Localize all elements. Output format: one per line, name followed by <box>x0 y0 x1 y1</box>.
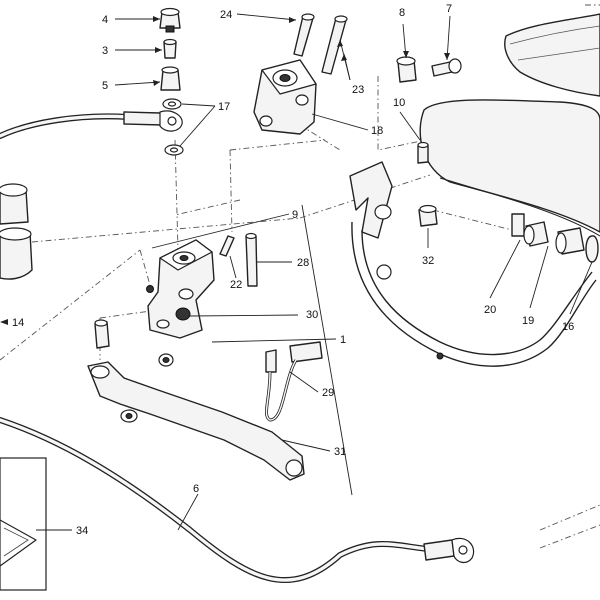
group-bracket <box>301 204 353 496</box>
callout-7: 7 <box>446 3 452 15</box>
upper-hose <box>0 110 183 139</box>
mounting-bracket <box>349 161 597 367</box>
callout-14: 14 <box>12 317 24 329</box>
clutch-hose <box>0 417 475 583</box>
seat-cover <box>419 99 600 237</box>
callout-5: 5 <box>102 80 108 92</box>
callout-23: 23 <box>352 84 364 96</box>
clutch-lever <box>87 361 305 481</box>
callout-10: 10 <box>393 97 405 109</box>
callout-16: 16 <box>562 321 574 333</box>
pins <box>219 232 258 287</box>
callout-32: 32 <box>422 255 434 267</box>
callout-4: 4 <box>102 14 108 26</box>
leader-lines <box>36 13 593 531</box>
upper-panel <box>504 13 600 97</box>
master-cylinder-body <box>146 239 215 339</box>
clamp-bolts <box>293 13 348 75</box>
callout-22: 22 <box>230 279 242 291</box>
banjo-bolt-stack <box>159 7 184 156</box>
callout-29: 29 <box>322 387 334 399</box>
inset-detail-box <box>0 457 47 591</box>
clutch-switch <box>264 341 323 422</box>
callout-8: 8 <box>399 7 405 19</box>
callout-18: 18 <box>371 125 383 137</box>
handlebar-clamp <box>253 59 317 135</box>
callout-6: 6 <box>193 483 199 495</box>
grommets-fasteners <box>396 56 462 164</box>
callout-34: 34 <box>76 525 88 537</box>
callout-30: 30 <box>306 309 318 321</box>
callout-28: 28 <box>297 257 309 269</box>
callout-31: 31 <box>334 446 346 458</box>
lever-bushings <box>94 319 174 367</box>
callout-3: 3 <box>102 45 108 57</box>
callout-9: 9 <box>292 209 298 221</box>
fluid-reservoir <box>0 183 33 280</box>
callout-19: 19 <box>522 315 534 327</box>
callout-20: 20 <box>484 304 496 316</box>
callout-1: 1 <box>340 334 346 346</box>
callout-labels: 4 3 5 17 24 23 18 8 7 10 9 28 22 30 1 29… <box>12 3 574 537</box>
small-parts-right <box>418 204 599 263</box>
callout-17: 17 <box>218 101 230 113</box>
arrowheads <box>0 16 450 325</box>
callout-24: 24 <box>220 9 232 21</box>
